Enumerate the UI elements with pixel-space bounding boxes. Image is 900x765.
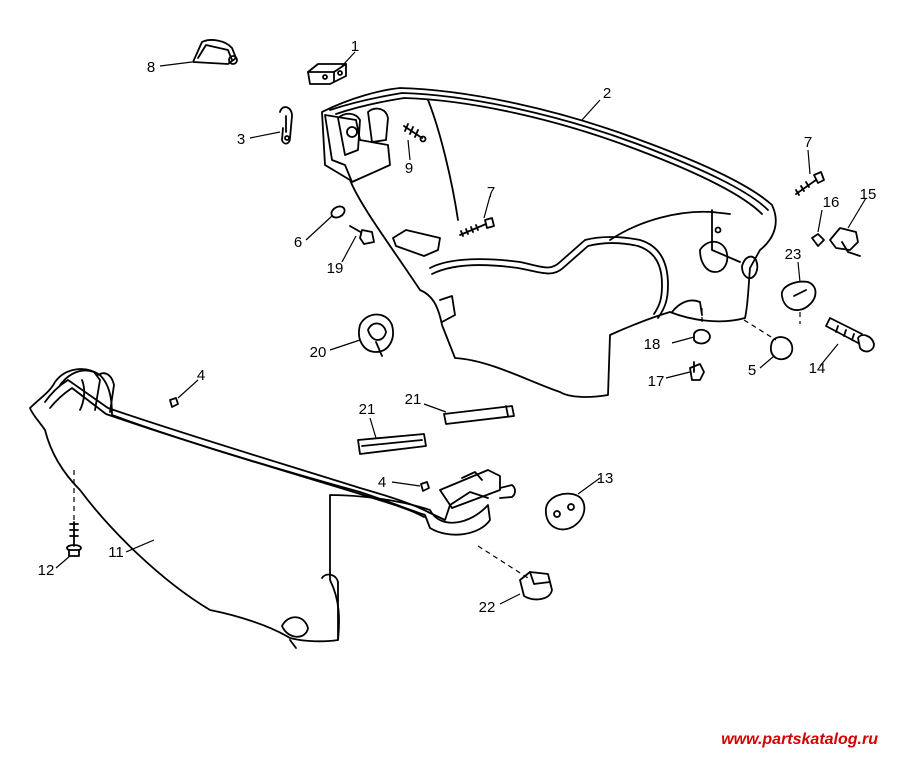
cowl-clip-drawing <box>392 229 441 257</box>
lower-cowl-drawing <box>29 368 516 649</box>
callout-lower-cowl: 11 <box>108 544 124 561</box>
seal-strip-lower-drawing <box>357 433 427 455</box>
bolt-with-washer-drawing <box>66 521 82 557</box>
callout-stud-bolt: 19 <box>327 260 344 277</box>
callout-leaders <box>55 51 867 605</box>
callout-seal-strip-upper: 21 <box>405 391 422 408</box>
bolt-drawing <box>689 361 705 381</box>
nut-lower-drawing <box>420 481 430 492</box>
callout-bolt: 17 <box>648 373 665 390</box>
seal-strip-upper-drawing <box>443 405 515 425</box>
callout-cable-grommet: 20 <box>310 344 327 361</box>
hook-latch-drawing <box>279 106 293 145</box>
latch-clip-drawing <box>307 63 347 85</box>
screw-right-drawing <box>795 171 825 196</box>
callout-washer: 6 <box>294 234 302 251</box>
callout-screw-center: 7 <box>487 184 495 201</box>
watermark-text: www.partskatalog.ru <box>721 731 878 748</box>
callout-cap-plug: 22 <box>479 599 496 616</box>
callout-latch-lever: 8 <box>147 59 155 76</box>
washer-drawing <box>330 205 346 219</box>
screw-center-drawing <box>459 217 495 237</box>
callout-nut-lower: 4 <box>378 474 386 491</box>
callout-nut-upper: 4 <box>197 367 205 384</box>
callout-grommet-two-hole: 13 <box>597 470 614 487</box>
cap-plug-drawing <box>519 571 553 601</box>
pin-drawing <box>825 317 875 353</box>
callout-screw-small: 9 <box>405 160 413 177</box>
callout-seal-strip-lower: 21 <box>359 401 376 418</box>
stud-bolt-drawing <box>349 225 375 245</box>
callout-small-washer: 16 <box>823 194 840 211</box>
grommet-oval-drawing <box>781 280 817 311</box>
small-washer-drawing <box>811 233 825 247</box>
cable-grommet-drawing <box>358 313 394 357</box>
bracket-clip-drawing <box>829 227 861 257</box>
callout-grommet-plug: 5 <box>748 362 756 379</box>
callout-upper-cowl-rear: 2 <box>603 85 611 102</box>
callout-latch-clip: 1 <box>351 38 359 55</box>
callout-bolt-with-washer: 12 <box>38 562 55 579</box>
assembly-guides <box>73 308 801 579</box>
grommet-two-hole-drawing <box>545 492 586 531</box>
nut-upper-drawing <box>169 397 179 408</box>
callout-pin: 14 <box>809 360 826 377</box>
latch-lever-drawing <box>192 39 238 65</box>
callout-grommet-oval: 23 <box>785 246 802 263</box>
upper-cowl-rear-drawing <box>321 87 777 398</box>
callout-bracket-clip: 15 <box>860 186 877 203</box>
callout-screw-right: 7 <box>804 134 812 151</box>
callout-spacer-washer: 18 <box>644 336 661 353</box>
screw-small-drawing <box>403 123 427 143</box>
grommet-plug-drawing <box>769 336 794 361</box>
callout-hook-latch: 3 <box>237 131 245 148</box>
spacer-washer-drawing <box>693 328 711 345</box>
